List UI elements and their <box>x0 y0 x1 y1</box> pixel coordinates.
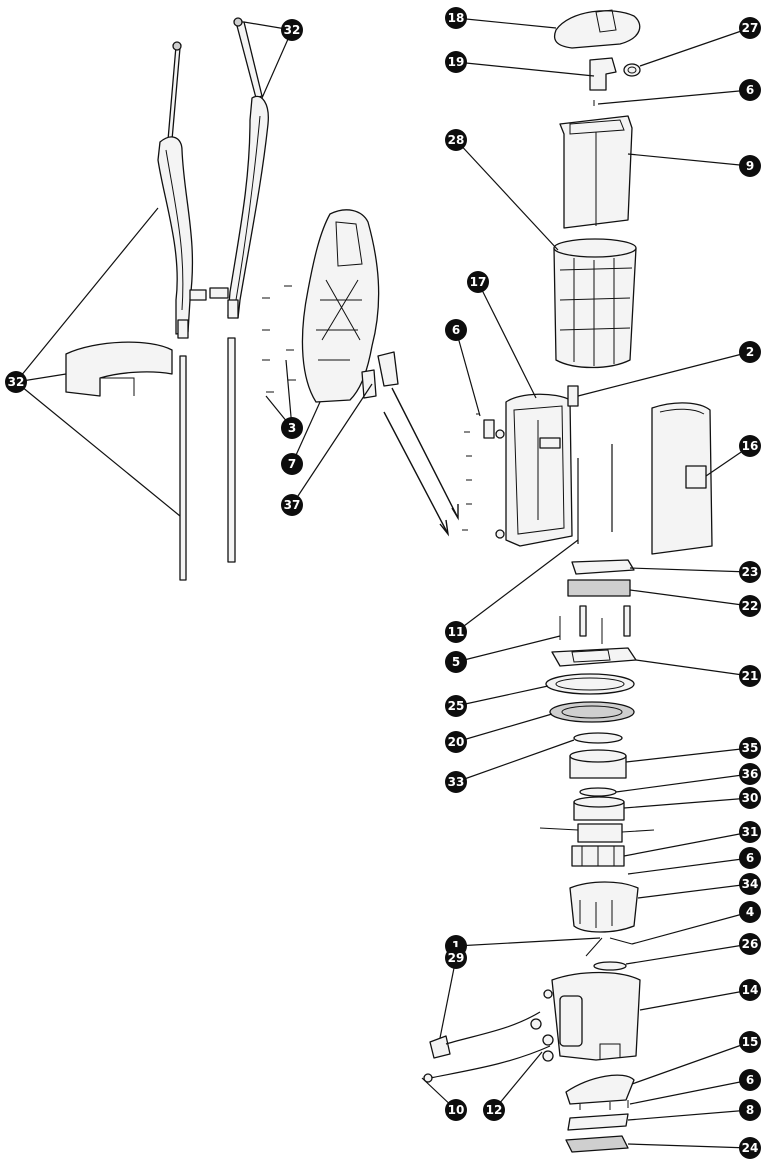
callout-6-mid: 6 <box>445 319 467 341</box>
callout-29: 29 <box>445 947 467 969</box>
svg-text:1: 1 <box>452 939 460 953</box>
svg-text:32: 32 <box>8 375 25 389</box>
svg-text:36: 36 <box>742 767 759 781</box>
svg-text:20: 20 <box>448 735 465 749</box>
svg-text:8: 8 <box>746 1103 754 1117</box>
callouts: 32 32 3 7 37 18 27 19 6 28 9 17 6 2 16 2… <box>5 7 761 1159</box>
callout-22: 22 <box>739 595 761 617</box>
callout-34: 34 <box>739 873 761 895</box>
svg-text:6: 6 <box>746 83 754 97</box>
callout-26: 26 <box>739 933 761 955</box>
callout-2: 2 <box>739 341 761 363</box>
svg-text:24: 24 <box>742 1141 759 1155</box>
callout-7: 7 <box>281 453 303 475</box>
svg-text:10: 10 <box>448 1103 465 1117</box>
svg-text:19: 19 <box>448 55 465 69</box>
svg-text:30: 30 <box>742 791 759 805</box>
svg-text:4: 4 <box>746 905 754 919</box>
callout-37: 37 <box>281 494 303 516</box>
svg-text:23: 23 <box>742 565 759 579</box>
callout-12: 12 <box>483 1099 505 1121</box>
svg-text:11: 11 <box>448 625 465 639</box>
svg-text:33: 33 <box>448 775 465 789</box>
svg-text:18: 18 <box>448 11 465 25</box>
svg-text:21: 21 <box>742 669 759 683</box>
svg-text:3: 3 <box>288 421 296 435</box>
svg-text:28: 28 <box>448 133 465 147</box>
svg-text:16: 16 <box>742 439 759 453</box>
callout-36: 36 <box>739 763 761 785</box>
callout-32-top: 32 <box>281 19 303 41</box>
svg-text:6: 6 <box>746 1073 754 1087</box>
callout-9: 9 <box>739 155 761 177</box>
svg-text:26: 26 <box>742 937 759 951</box>
callout-8: 8 <box>739 1099 761 1121</box>
svg-text:2: 2 <box>746 345 754 359</box>
callout-3: 3 <box>281 417 303 439</box>
assembly-arrows <box>383 387 459 537</box>
svg-text:5: 5 <box>452 655 460 669</box>
callout-23: 23 <box>739 561 761 583</box>
svg-text:29: 29 <box>448 951 465 965</box>
callout-4: 4 <box>739 901 761 923</box>
callout-19: 19 <box>445 51 467 73</box>
callout-20: 20 <box>445 731 467 753</box>
svg-text:15: 15 <box>742 1035 759 1049</box>
svg-text:7: 7 <box>288 457 296 471</box>
callout-17: 17 <box>467 271 489 293</box>
svg-text:6: 6 <box>746 851 754 865</box>
svg-text:6: 6 <box>452 323 460 337</box>
callout-18: 18 <box>445 7 467 29</box>
callout-11: 11 <box>445 621 467 643</box>
callout-5: 5 <box>445 651 467 673</box>
svg-text:17: 17 <box>470 275 487 289</box>
body-assembly <box>423 9 713 1153</box>
callout-35: 35 <box>739 737 761 759</box>
callout-31: 31 <box>739 821 761 843</box>
leader-lines <box>15 17 751 1149</box>
svg-text:25: 25 <box>448 699 465 713</box>
svg-text:27: 27 <box>742 21 759 35</box>
svg-text:31: 31 <box>742 825 759 839</box>
callout-25: 25 <box>445 695 467 717</box>
callout-6-bottom: 6 <box>739 1069 761 1091</box>
svg-text:9: 9 <box>746 159 754 173</box>
callout-6-lower: 6 <box>739 847 761 869</box>
callout-24: 24 <box>739 1137 761 1159</box>
svg-text:22: 22 <box>742 599 759 613</box>
callout-28: 28 <box>445 129 467 151</box>
handle-assembly <box>65 17 399 581</box>
callout-21: 21 <box>739 665 761 687</box>
callout-6-top: 6 <box>739 79 761 101</box>
callout-32-left: 32 <box>5 371 27 393</box>
svg-text:14: 14 <box>742 983 759 997</box>
callout-15: 15 <box>739 1031 761 1053</box>
callout-14: 14 <box>739 979 761 1001</box>
callout-10: 10 <box>445 1099 467 1121</box>
callout-30: 30 <box>739 787 761 809</box>
svg-text:12: 12 <box>486 1103 503 1117</box>
callout-16: 16 <box>739 435 761 457</box>
svg-text:34: 34 <box>742 877 759 891</box>
svg-text:35: 35 <box>742 741 759 755</box>
callout-27: 27 <box>739 17 761 39</box>
svg-text:32: 32 <box>284 23 301 37</box>
callout-33: 33 <box>445 771 467 793</box>
svg-text:37: 37 <box>284 498 301 512</box>
